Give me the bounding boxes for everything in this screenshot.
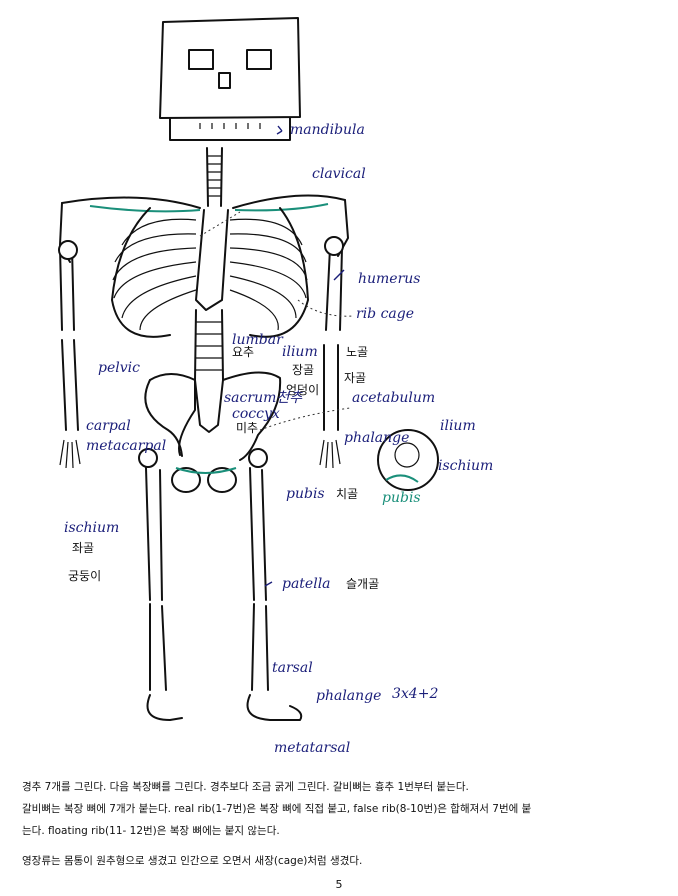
- pelvis: [144, 371, 282, 493]
- label-lumbar-ko: 요추: [232, 345, 254, 359]
- paragraph-line-3: 는다. floating rib(11- 12번)은 복장 뼈에는 붙지 않는다…: [22, 825, 280, 837]
- label-clavical: clavical: [312, 166, 366, 182]
- legs: [138, 448, 303, 721]
- acetabulum-diagram: [377, 429, 439, 491]
- label-metacarpal: metacarpal: [86, 438, 166, 454]
- label-acetabulum: acetabulum: [352, 390, 435, 406]
- label-metatarsal: metatarsal: [274, 740, 350, 756]
- skeleton-drawing: mandibula clavical humerus rib cage lumb…: [58, 17, 493, 756]
- label-patella-ko: 슬개골: [346, 577, 379, 591]
- label-mandibula: mandibula: [290, 122, 365, 138]
- label-ilium-ko2: 엉덩이: [286, 383, 319, 397]
- label-coccyx: coccyx: [232, 406, 280, 422]
- label-radius-ko: 자골: [344, 371, 366, 385]
- body-text: 경추 7개를 그린다. 다음 복장뼈를 그린다. 경추보다 조금 굵게 그린다.…: [22, 776, 662, 872]
- skull: [159, 17, 301, 141]
- label-ilium: ilium: [282, 344, 318, 360]
- label-rib-cage: rib cage: [356, 306, 414, 322]
- label-ulna-ko: 노골: [346, 345, 368, 359]
- label-sacrum: sacrum천추: [224, 390, 303, 406]
- label-ilium-small: ilium: [440, 418, 476, 434]
- lumbar-spine: [194, 309, 224, 381]
- label-lumbar: lumbar: [232, 332, 284, 348]
- label-carpal: carpal: [86, 418, 131, 434]
- right-arm: [319, 236, 344, 469]
- label-ischium-right: ischium: [438, 458, 493, 474]
- label-phalange-formula: 3x4+2: [392, 686, 438, 702]
- cervical-spine: [206, 147, 223, 207]
- label-ischium-ko2: 궁둥이: [68, 569, 101, 583]
- left-arm: [58, 240, 81, 469]
- label-tarsal: tarsal: [272, 660, 313, 676]
- label-patella: patella: [282, 576, 331, 592]
- label-coccyx-ko: 미추: [236, 421, 258, 435]
- paragraph-line-4: 영장류는 몸통이 원추형으로 생겼고 인간으로 오면서 새장(cage)처럼 생…: [22, 855, 363, 867]
- label-pubis: pubis: [286, 486, 325, 502]
- label-phalange-foot: phalange: [316, 688, 381, 704]
- label-ischium-ko1: 좌골: [72, 541, 94, 555]
- label-ilium-ko1: 장골: [292, 363, 314, 377]
- label-pubis-green: pubis: [382, 490, 421, 506]
- leader-lines: [199, 125, 355, 587]
- page-number: 5: [335, 878, 343, 891]
- paragraph-line-1: 경추 7개를 그린다. 다음 복장뼈를 그린다. 경추보다 조금 굵게 그린다.…: [22, 781, 469, 793]
- shoulder-girdle: [59, 194, 349, 263]
- label-pubis-ko: 치골: [336, 487, 358, 501]
- label-ischium-left: ischium: [64, 520, 119, 536]
- label-humerus: humerus: [358, 271, 421, 287]
- label-phalange-hand: phalange: [344, 430, 409, 446]
- rib-cage: [111, 207, 309, 338]
- paragraph-line-2: 갈비뼈는 복장 뼈에 7개가 붙는다. real rib(1-7번)은 복장 뼈…: [22, 803, 532, 815]
- label-pelvic: pelvic: [98, 360, 140, 376]
